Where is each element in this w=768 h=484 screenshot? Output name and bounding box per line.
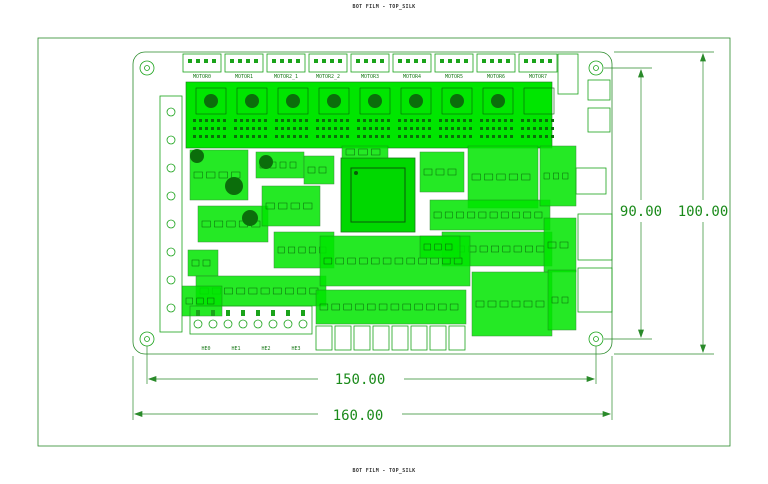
driver-slot-8 [521,87,555,138]
aux-terminal-3 [372,325,390,351]
aux-terminal-7 [448,325,466,351]
dimension-outer-height [614,51,714,355]
mount-hole-tr [588,60,604,76]
component-block-17 [315,289,467,325]
component-block-4 [303,155,335,185]
terminal-body [189,305,313,335]
dimension-outer-height-label: 100.00 [678,204,729,220]
driver-slot-1 [234,87,268,138]
motor-connector-3: MOTOR2_2 [308,53,348,80]
motor-connector-4: MOTOR3 [350,53,390,80]
motor-label-6: MOTOR5 [445,74,463,80]
motor-connector-8: MOTOR7 [518,53,558,80]
motor-connector-2: MOTOR2_1 [266,53,306,80]
component-block-8 [181,285,223,317]
aux-terminal-5 [410,325,428,351]
component-block-15 [539,145,577,207]
driver-slot-7 [480,87,514,138]
terminal-screw-0 [193,319,203,329]
component-block-14 [471,271,553,337]
component-block-18 [547,269,577,331]
heater-label-1: HE1 [231,346,240,352]
heater-label-2: HE2 [261,346,270,352]
heater-label-3: HE3 [291,346,300,352]
dimension-inner-width [146,346,597,384]
aux-terminal-1 [334,325,352,351]
dimension-inner-width-label: 150.00 [335,372,386,388]
motor-label-7: MOTOR6 [487,74,505,80]
aux-terminal-6 [429,325,447,351]
terminal-pin-2 [226,310,230,316]
terminal-screw-7 [298,319,308,329]
terminal-screw-3 [238,319,248,329]
motor-label-5: MOTOR4 [403,74,421,80]
left-connector-strip [159,95,183,333]
drawing-frame [37,37,731,447]
component-block-20 [419,235,461,259]
terminal-pin-4 [256,310,260,316]
motor-connector-6: MOTOR5 [434,53,474,80]
terminal-pin-3 [241,310,245,316]
motor-label-0: MOTOR0 [193,74,211,80]
right-connectors [557,53,613,313]
terminal-pin-6 [286,310,290,316]
aux-terminal-4 [391,325,409,351]
terminal-pin-0 [196,310,200,316]
component-block-3 [261,185,321,227]
drawing-header-bottom: BOT FILM - TOP_SILK [352,468,416,474]
driver-slot-0 [193,87,227,138]
stepper-driver-grid [185,81,555,149]
driver-slot-6 [439,87,473,138]
capacitor-3 [259,155,273,169]
motor-label-4: MOTOR3 [361,74,379,80]
motor-label-3: MOTOR2_2 [316,74,340,80]
driver-slot-2 [275,87,309,138]
board-outline [132,51,613,355]
motor-label-1: MOTOR1 [235,74,253,80]
dimension-outer-width-label: 160.00 [333,408,384,424]
motor-connector-7: MOTOR6 [476,53,516,80]
drawing-header-top: BOT FILM - TOP_SILK [352,4,416,10]
heater-label-0: HE0 [201,346,210,352]
terminal-pin-7 [301,310,305,316]
component-cluster [181,145,577,337]
terminal-pin-1 [211,310,215,316]
terminal-screw-6 [283,319,293,329]
driver-slot-4 [357,87,391,138]
dimension-inner-height [604,67,652,340]
terminal-screw-2 [223,319,233,329]
component-block-6 [187,249,219,277]
heater-terminal-block: HE0 HE1 HE2 HE3 [189,305,466,352]
motor-connector-row: MOTOR0 MOTOR1 MOTOR2_1 MOTOR2_2 MOTOR3 MOTOR4… [182,53,558,80]
terminal-pin-5 [271,310,275,316]
motor-label-2: MOTOR2_1 [274,74,298,80]
motor-connector-1: MOTOR1 [224,53,264,80]
capacitor-2 [242,210,258,226]
terminal-screw-1 [208,319,218,329]
component-block-1 [197,205,269,243]
aux-terminal-2 [353,325,371,351]
mcu-chip [340,157,416,233]
component-block-9 [419,151,465,193]
component-block-16 [543,217,577,273]
driver-slot-3 [316,87,350,138]
motor-connector-5: MOTOR4 [392,53,432,80]
terminal-screw-5 [268,319,278,329]
capacitor-1 [225,177,243,195]
motor-label-8: MOTOR7 [529,74,547,80]
dimension-outer-width [132,356,613,420]
aux-terminal-0 [315,325,333,351]
dimension-inner-height-label: 90.00 [620,204,662,220]
terminal-screw-4 [253,319,263,329]
mount-hole-tl [139,60,155,76]
driver-slot-5 [398,87,432,138]
mount-hole-bl [139,331,155,347]
component-block-11 [429,199,551,231]
capacitor-0 [190,149,204,163]
mount-hole-br [588,331,604,347]
motor-connector-0: MOTOR0 [182,53,222,80]
component-block-19 [341,145,389,159]
component-block-10 [467,145,539,209]
